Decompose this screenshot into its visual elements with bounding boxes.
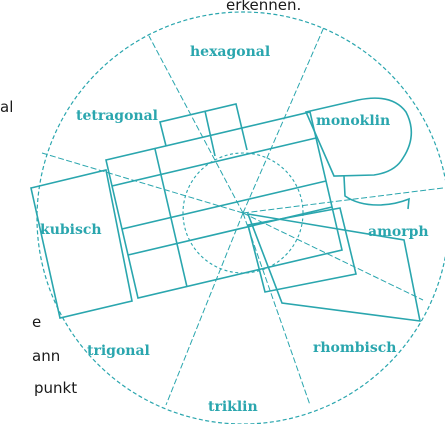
label-hexagonal: hexagonal <box>190 44 270 60</box>
label-tetragonal: tetragonal <box>76 108 158 124</box>
label-monoklin: monoklin <box>316 113 390 129</box>
amorph-shape <box>344 176 409 209</box>
divider-lower-left <box>166 213 243 405</box>
label-rhombisch: rhombisch <box>313 340 396 356</box>
kubisch-square <box>31 170 132 318</box>
label-amorph: amorph <box>368 224 429 240</box>
label-kubisch: kubisch <box>40 222 102 238</box>
label-triklin: triklin <box>208 399 258 415</box>
divider-right <box>243 188 443 213</box>
label-trigonal: trigonal <box>87 343 150 359</box>
